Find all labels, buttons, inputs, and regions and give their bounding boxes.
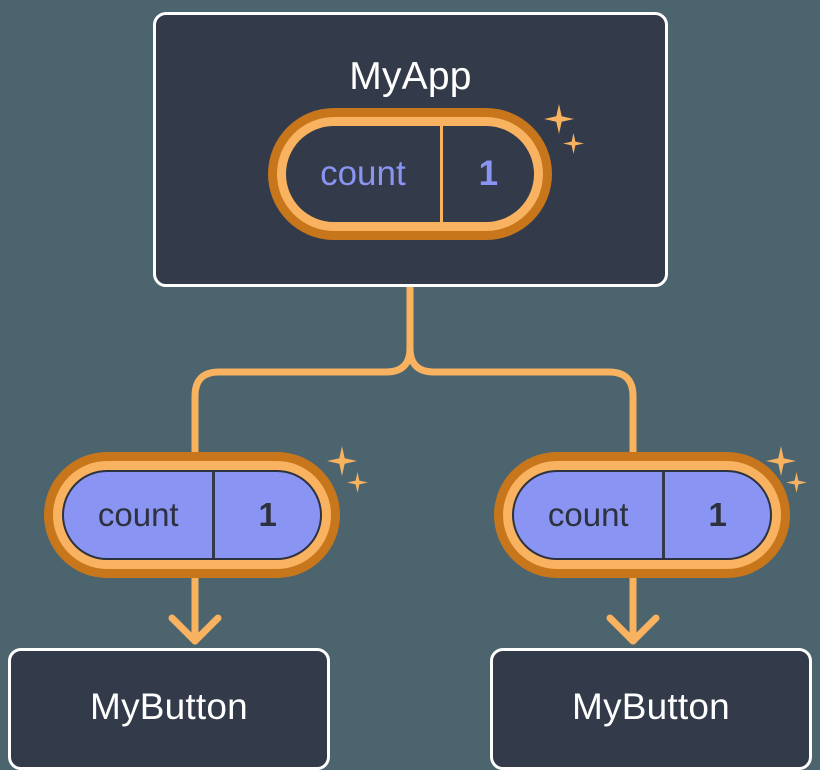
sparkle-icon-small-right bbox=[786, 472, 807, 493]
node-myapp-title: MyApp bbox=[349, 55, 472, 98]
signal-value-label-left: 1 bbox=[212, 472, 320, 558]
node-mybutton-right-title: MyButton bbox=[572, 686, 730, 727]
node-mybutton-right[interactable]: MyButton bbox=[490, 648, 812, 770]
signal-name-label-left: count bbox=[97, 496, 179, 533]
signal-name-label: count bbox=[320, 154, 406, 193]
node-mybutton-left[interactable]: MyButton bbox=[8, 648, 330, 770]
connector-root-to-right bbox=[406, 283, 637, 456]
connector-root-to-left bbox=[191, 283, 414, 456]
signal-pill-right-ring: count 1 bbox=[503, 461, 781, 569]
signal-value-label-right: 1 bbox=[662, 472, 770, 558]
signal-name-label-right: count bbox=[547, 496, 629, 533]
sparkle-icon-large-left bbox=[327, 446, 357, 476]
node-mybutton-left-title: MyButton bbox=[90, 686, 248, 727]
sparkle-icon-small-left bbox=[347, 472, 368, 493]
signal-pill-right-body: count 1 bbox=[512, 470, 772, 560]
signal-pill-body: count 1 bbox=[286, 126, 534, 222]
signal-value-label: 1 bbox=[439, 126, 534, 222]
arrow-head-right bbox=[606, 614, 660, 645]
signal-pill-ring: count 1 bbox=[277, 117, 543, 231]
arrow-head-left bbox=[168, 614, 222, 645]
signal-pill-right[interactable]: count 1 bbox=[494, 452, 790, 578]
signal-pill-left-ring: count 1 bbox=[53, 461, 331, 569]
signal-pill-myapp[interactable]: count 1 bbox=[268, 108, 552, 240]
node-myapp[interactable]: MyApp bbox=[153, 12, 668, 287]
signal-pill-left-body: count 1 bbox=[62, 470, 322, 560]
signal-pill-left[interactable]: count 1 bbox=[44, 452, 340, 578]
